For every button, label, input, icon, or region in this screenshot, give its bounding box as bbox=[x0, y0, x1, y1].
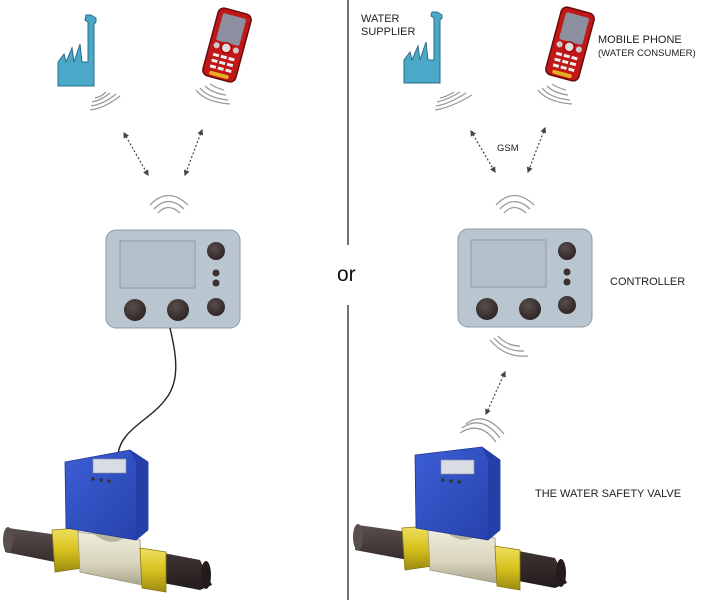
mobile-phone-label: MOBILE PHONE (WATER CONSUMER) bbox=[598, 34, 696, 60]
mobile-phone-label-line1: MOBILE PHONE bbox=[598, 34, 682, 46]
signal-waves-icon bbox=[149, 194, 189, 214]
mobile-phone-label-line2: (WATER CONSUMER) bbox=[598, 48, 696, 59]
signal-waves-icon bbox=[434, 91, 473, 111]
water-supplier-label-line2: SUPPLIER bbox=[361, 26, 416, 38]
gsm-link-arrow bbox=[526, 126, 547, 174]
controller-device bbox=[457, 228, 593, 328]
wired-cable bbox=[117, 327, 177, 456]
water-safety-valve bbox=[3, 449, 212, 593]
water-safety-valve bbox=[353, 446, 567, 591]
gsm-link-arrow bbox=[470, 129, 496, 174]
link-arrow bbox=[123, 131, 149, 177]
signal-waves-icon bbox=[195, 83, 231, 105]
mobile-phone-icon bbox=[545, 6, 595, 82]
controller-label: CONTROLLER bbox=[610, 276, 686, 288]
water-supplier-label-line1: WATER bbox=[361, 13, 400, 25]
wireless-link-arrow bbox=[485, 370, 506, 416]
water-supplier-label: WATER SUPPLIER bbox=[361, 13, 415, 39]
left-panel bbox=[3, 7, 252, 593]
signal-waves-icon bbox=[489, 335, 529, 357]
controller-device bbox=[105, 229, 241, 329]
signal-waves-icon bbox=[89, 91, 121, 111]
factory-icon bbox=[57, 14, 97, 87]
valve-label: THE WATER SAFETY VALVE bbox=[535, 488, 682, 500]
signal-waves-icon bbox=[537, 83, 573, 105]
factory-icon bbox=[403, 11, 443, 84]
right-panel bbox=[353, 6, 595, 591]
signal-waves-icon bbox=[495, 194, 535, 214]
link-arrow bbox=[183, 128, 204, 177]
or-separator-label: or bbox=[337, 263, 356, 286]
gsm-label: GSM bbox=[497, 143, 519, 154]
signal-waves-icon bbox=[459, 418, 505, 443]
mobile-phone-icon bbox=[202, 7, 252, 83]
